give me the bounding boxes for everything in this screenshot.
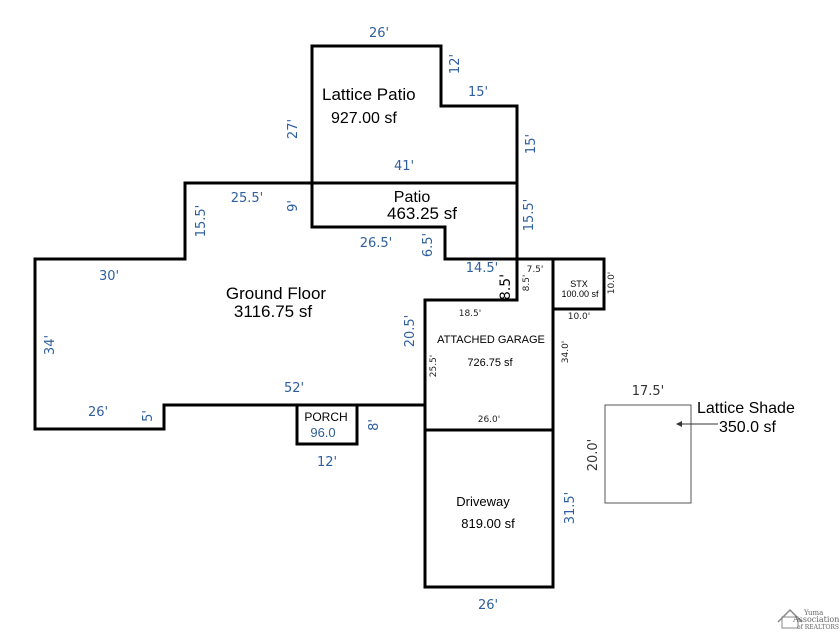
attached-garage-area: 726.75 sf xyxy=(467,357,513,369)
dim-garage-notch-v: 8.5' xyxy=(522,275,532,292)
stx-area: 100.00 sf xyxy=(561,289,599,299)
patio-name: Patio xyxy=(394,189,431,206)
porch-name: PORCH xyxy=(304,410,347,424)
stx-outline xyxy=(551,257,606,311)
dim-lp-step-h: 15' xyxy=(468,85,488,100)
realtors-logo: Yuma Association of REALTORS xyxy=(777,608,839,631)
house-body-icon xyxy=(781,616,799,629)
dim-driveway-right: 31.5' xyxy=(563,492,578,525)
porch-area: 96.0 xyxy=(310,425,335,440)
ground-floor-name: Ground Floor xyxy=(226,284,326,303)
logo-line1: Yuma xyxy=(803,609,823,617)
lattice-shade-pointer-arrow xyxy=(676,421,682,427)
dim-shade-top: 17.5' xyxy=(632,384,665,399)
stx-name: STX xyxy=(570,279,588,289)
dim-patio-left: 9' xyxy=(286,200,301,212)
driveway-outline xyxy=(423,428,555,589)
dim-shade-left: 20.0' xyxy=(586,439,601,472)
dim-gf-top: 25.5' xyxy=(231,191,264,206)
dim-gf-mid: 20.5' xyxy=(403,315,418,348)
dim-garage-top: 18.5' xyxy=(459,309,482,319)
dim-lp-step-v: 12' xyxy=(448,54,463,74)
dim-gf-step-v: 15.5' xyxy=(194,205,209,238)
driveway-name: Driveway xyxy=(456,494,510,509)
dim-patio-step: 6.5' xyxy=(421,233,436,257)
dim-gf-bottom: 52' xyxy=(284,381,304,396)
lattice-patio-name: Lattice Patio xyxy=(322,85,416,104)
dim-lp-top: 26' xyxy=(369,26,389,41)
dim-patio-right: 15.5' xyxy=(522,199,537,232)
dim-lp-bottom: 41' xyxy=(394,159,414,174)
patio-area: 463.25 sf xyxy=(387,204,457,223)
ground-floor-area: 3116.75 sf xyxy=(234,302,312,321)
lattice-shade-outline xyxy=(604,404,692,504)
dim-lp-right: 15' xyxy=(524,134,539,154)
dim-lp-left: 27' xyxy=(286,119,301,139)
dim-driveway-bottom: 26' xyxy=(478,598,498,613)
logo-line2: Association xyxy=(792,615,839,624)
dim-stx-bottom: 10.0' xyxy=(568,312,591,322)
attached-garage-name: ATTACHED GARAGE xyxy=(437,334,545,346)
dim-porch-side: 8' xyxy=(367,419,382,431)
dim-gf-left: 34' xyxy=(43,335,58,355)
lattice-patio-area: 927.00 sf xyxy=(331,110,397,127)
dim-gf-step-h: 14.5' xyxy=(466,261,499,276)
porch-outline xyxy=(295,403,359,446)
dim-gf-top-left: 30' xyxy=(99,269,119,284)
lattice-shade-area: 350.0 sf xyxy=(719,419,776,436)
dim-garage-bottom: 26.0' xyxy=(478,415,501,425)
dim-gf-step-small: 5' xyxy=(141,410,156,422)
driveway-area: 819.00 sf xyxy=(461,516,515,531)
dim-garage-notch-h: 7.5' xyxy=(527,265,544,275)
logo-line3: of REALTORS xyxy=(797,624,839,631)
lattice-shade-name: Lattice Shade xyxy=(697,400,795,417)
dim-gf-bottom-left: 26' xyxy=(88,405,108,420)
dim-gf-step-v2: 8.5' xyxy=(498,274,514,300)
dim-stx-right: 10.0' xyxy=(607,272,617,295)
dim-garage-left: 25.5' xyxy=(429,355,439,378)
dim-porch-bottom: 12' xyxy=(317,455,337,470)
dim-garage-right: 34.0' xyxy=(561,341,571,364)
dim-patio-bottom: 26.5' xyxy=(360,236,393,251)
